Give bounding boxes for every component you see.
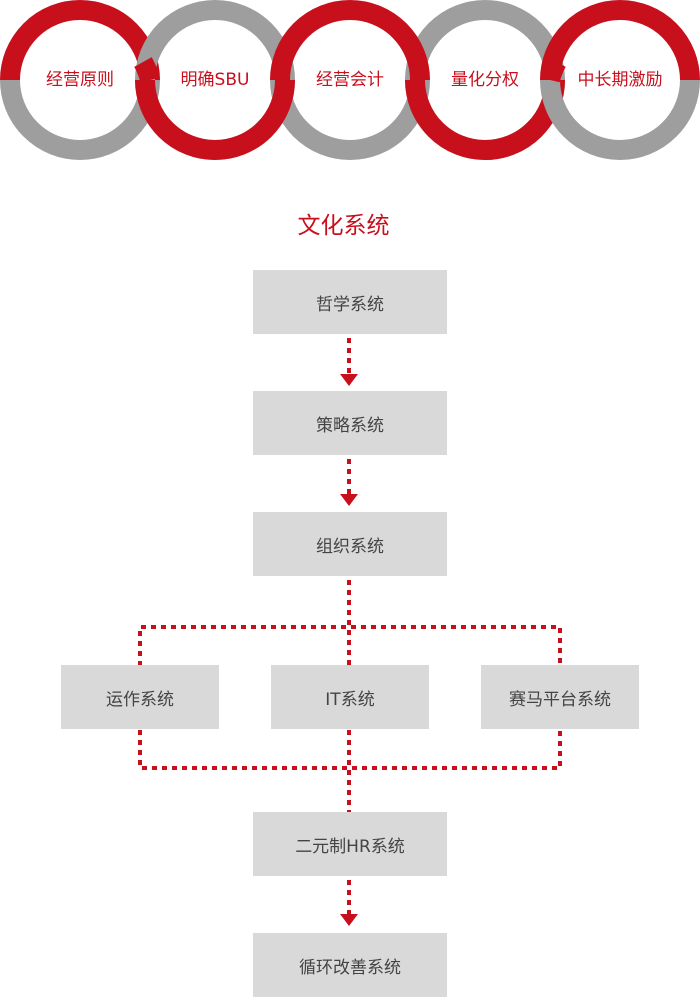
arrowhead-2 (340, 494, 358, 506)
it-system-box: IT系统 (271, 665, 429, 729)
principle-label-4: 量化分权 (451, 70, 519, 90)
principle-label-5: 中长期激励 (577, 70, 663, 90)
operation-system-box: 运作系统 (61, 665, 219, 729)
arrowhead-1 (340, 374, 358, 386)
ring-5 (540, 0, 700, 160)
philosophy-system-box: 哲学系统 (253, 270, 447, 334)
organization-system-box: 组织系统 (253, 512, 447, 576)
racing-platform-system-box: 赛马平台系统 (481, 665, 639, 729)
arrowhead-3 (340, 914, 358, 926)
culture-system-title: 文化系统 (297, 213, 390, 239)
continuous-improvement-system-box: 循环改善系统 (253, 933, 447, 997)
principle-label-3: 经营会计 (316, 70, 384, 90)
principle-label-1: 经营原则 (46, 70, 114, 90)
dual-hr-system-box: 二元制HR系统 (253, 812, 447, 876)
ring-2-link (135, 79, 295, 160)
strategy-system-box: 策略系统 (253, 391, 447, 455)
principle-label-2: 明确SBU (180, 70, 250, 90)
principles-ring-chain (0, 0, 700, 160)
